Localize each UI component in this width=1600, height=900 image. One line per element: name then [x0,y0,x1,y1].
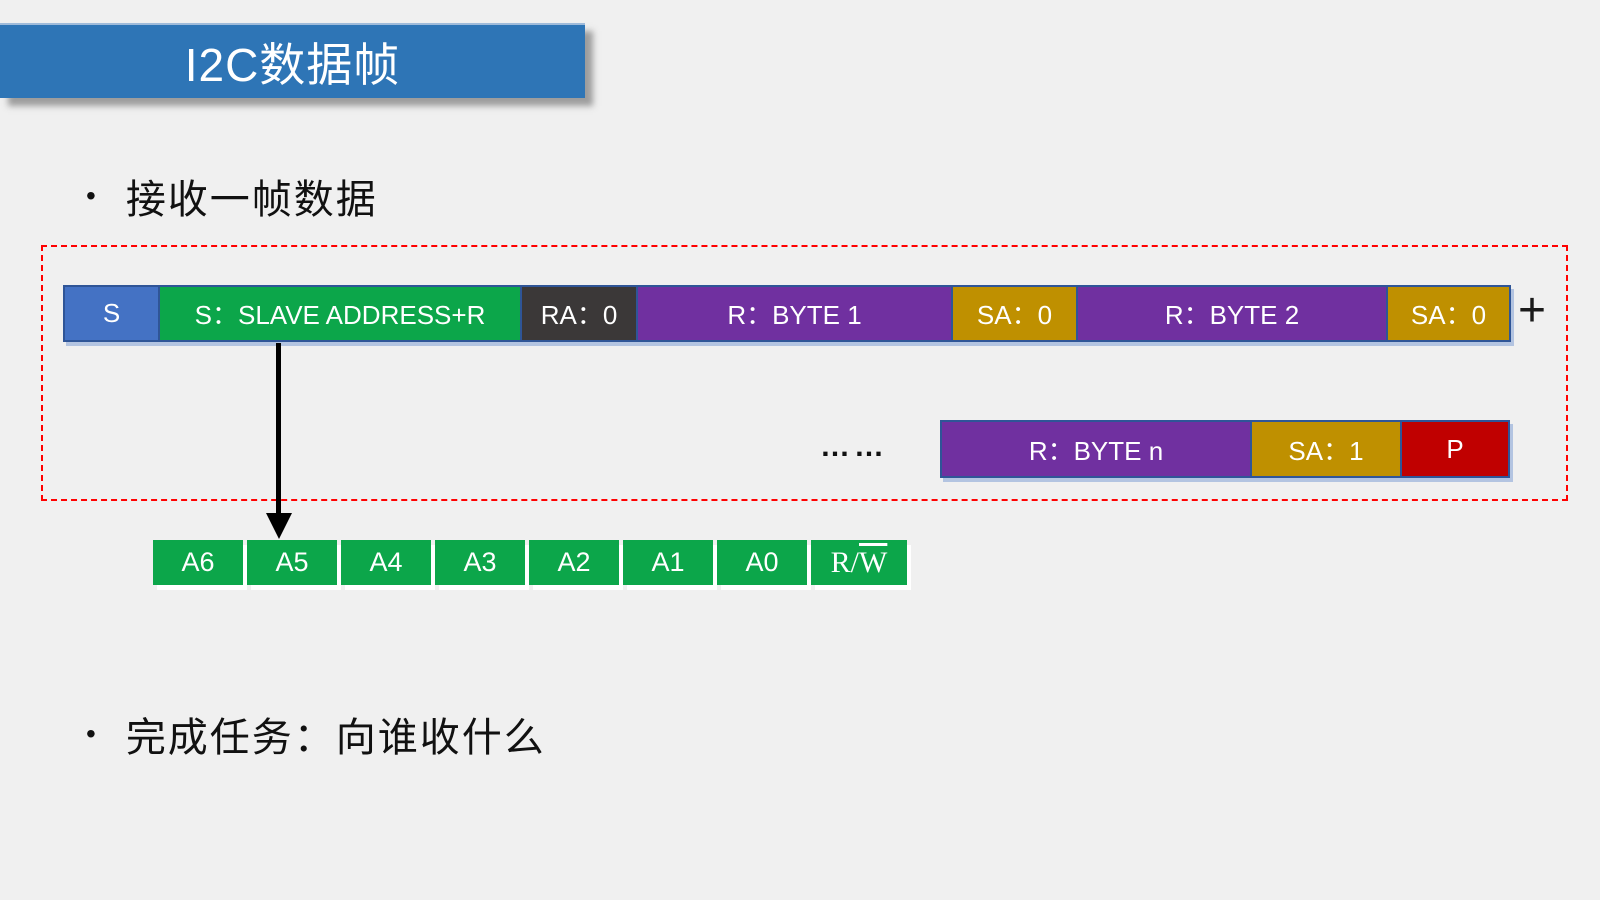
cell-r-byte-n: R：BYTE n [940,420,1252,478]
bit-cell: A5 [247,540,337,585]
arrow-down-head-icon [266,513,292,539]
cell-sa-0-second: SA：0 [1386,285,1511,342]
cell-sa-1: SA：1 [1250,420,1402,478]
bit-cell: A3 [435,540,525,585]
bit-cell: A1 [623,540,713,585]
bit-cell: A0 [717,540,807,585]
ellipsis-dots: …… [820,430,888,463]
cell-r-byte-2: R：BYTE 2 [1076,285,1388,342]
bit-cell: R/W [811,540,907,585]
cell-sa-0: SA：0 [951,285,1078,342]
cell-slave-address-r: S：SLAVE ADDRESS+R [158,285,522,342]
cell-r-byte-1: R：BYTE 1 [636,285,953,342]
frame-dashed-border [41,245,1568,501]
cell-stop-condition: P [1400,420,1510,478]
bit-cell: A6 [153,540,243,585]
cell-ra-0: RA：0 [520,285,638,342]
bullet-text: 完成任务：向谁收什么 [125,716,546,760]
bullet-text: 接收一帧数据 [125,178,378,222]
cell-start-condition: S [63,285,160,342]
bit-cell: A2 [529,540,619,585]
bullet-task: • 完成任务：向谁收什么 [86,706,546,762]
title-banner: I2C数据帧 [0,23,585,98]
bullet-receive-frame: • 接收一帧数据 [86,168,378,224]
bullet-marker: • [86,180,96,211]
bullet-marker: • [86,718,96,749]
bit-cell: A4 [341,540,431,585]
plus-sign: + [1518,284,1547,337]
page-title: I2C数据帧 [184,38,401,91]
arrow-down-line [276,343,281,515]
